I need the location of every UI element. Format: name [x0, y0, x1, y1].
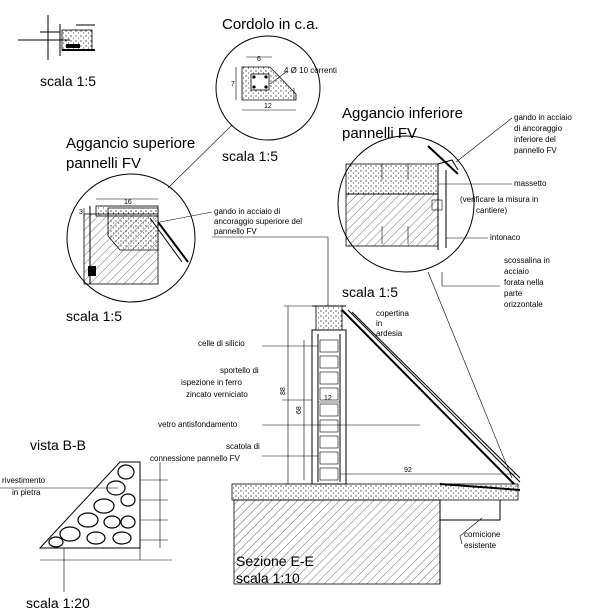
cordolo-dim-12: 12	[264, 103, 272, 110]
stone-cladding	[48, 464, 136, 548]
cordolo-scale: scala 1:5	[222, 148, 278, 164]
leader-cordolo	[167, 124, 233, 189]
gancio-inf-label-3: inferiore del	[514, 135, 556, 144]
glass-panel	[341, 309, 515, 485]
vista-bb: vista B-B rivestimento in pietra scala 1…	[0, 437, 172, 611]
scatola-label-2: connessione pannello FV	[150, 454, 241, 463]
scossalina-label-5: orizzontale	[504, 300, 543, 309]
cordolo-dim-7: 7	[231, 81, 235, 88]
cordolo-rebar-note: 4 Ø 10 correnti	[284, 66, 337, 75]
cornicione-label-2: esistente	[464, 541, 497, 550]
section-dim-92: 92	[404, 467, 412, 474]
celle-label: celle di silicio	[198, 339, 245, 348]
gancio-inf-label-4: pannello FV	[514, 146, 557, 155]
intonaco-label: intonaco	[490, 233, 521, 242]
leader-superiore	[212, 236, 329, 306]
vetro-label: vetro antisfondamento	[158, 420, 238, 429]
sezione-ee: scala 1:5 88	[150, 284, 521, 586]
aggancio-inferiore-detail: Aggancio inferiore pannelli FV gando in …	[337, 105, 572, 309]
aggancio-sup-scale: scala 1:5	[66, 308, 122, 324]
gancio-sup-label-2: ancoraggio superiore del	[214, 217, 302, 226]
sportello-label-1: sportello di	[220, 366, 259, 375]
top-left-scale: scala 1:5	[40, 73, 96, 89]
section-top-scale: scala 1:5	[342, 284, 398, 300]
rivestimento-label-1: rivestimento	[2, 476, 46, 485]
top-left-detail: scala 1:5	[18, 15, 96, 89]
gancio-sup-label-1: gando in acciaio di	[214, 207, 280, 216]
aggancio-sup-title-1: Aggancio superiore	[66, 135, 195, 152]
cordolo-detail: Cordolo in c.a. 6 7 12 4 Ø 10 correnti s…	[215, 16, 337, 164]
massetto-label: massetto	[514, 179, 547, 188]
section-scale: scala 1:10	[236, 570, 300, 586]
leader-scossalina	[441, 272, 500, 287]
scossalina-label-4: parte	[504, 289, 523, 298]
scatola-label-1: scatola di	[226, 442, 260, 451]
silicon-cells	[319, 339, 339, 481]
vista-scale: scala 1:20	[26, 595, 90, 611]
section-dim-68: 68	[296, 406, 303, 414]
copertina-label-3: ardesia	[376, 329, 403, 338]
aggancio-superiore-detail: Aggancio superiore pannelli FV 16 3 scal…	[66, 135, 302, 324]
aggancio-sup-circle	[66, 173, 196, 303]
verificare-label-2: cantiere)	[476, 206, 507, 215]
aggancio-sup-dim-16: 16	[124, 199, 132, 206]
scossalina-label-2: acciaio	[504, 267, 529, 276]
sportello-label-2: ispezione in ferro	[181, 378, 242, 387]
cornicione-label-1: cornicione	[464, 530, 501, 539]
verificare-label-1: (verificare la misura in	[460, 195, 538, 204]
aggancio-sup-dim-3: 3	[79, 209, 83, 216]
gancio-inf-label-2: di ancoraggio	[514, 124, 563, 133]
sportello-label-3: zincato verniciato	[186, 390, 248, 399]
aggancio-inf-title-2: pannelli FV	[342, 125, 417, 142]
vista-title: vista B-B	[30, 437, 86, 453]
scossalina-label-1: scossalina in	[504, 256, 550, 265]
section-dim-12: 12	[324, 395, 332, 402]
scossalina-label-3: forata nella	[504, 278, 544, 287]
aggancio-sup-title-2: pannelli FV	[66, 155, 141, 172]
rivestimento-label-2: in pietra	[12, 488, 41, 497]
copertina-label-1: copertina	[376, 309, 409, 318]
cordolo-dim-6: 6	[257, 56, 261, 63]
section-dim-88: 88	[280, 387, 287, 395]
cordolo-title: Cordolo in c.a.	[222, 16, 319, 33]
aggancio-inf-circle	[337, 135, 475, 273]
leader-inferiore	[427, 271, 513, 479]
aggancio-inf-title-1: Aggancio inferiore	[342, 105, 463, 122]
copertina-label-2: in	[376, 319, 382, 328]
gancio-inf-label-1: gando in acciaio	[514, 113, 572, 122]
cordolo-detail-circle	[215, 35, 321, 141]
gancio-sup-label-3: pannello FV	[214, 227, 257, 236]
section-title: Sezione E-E	[236, 553, 314, 569]
